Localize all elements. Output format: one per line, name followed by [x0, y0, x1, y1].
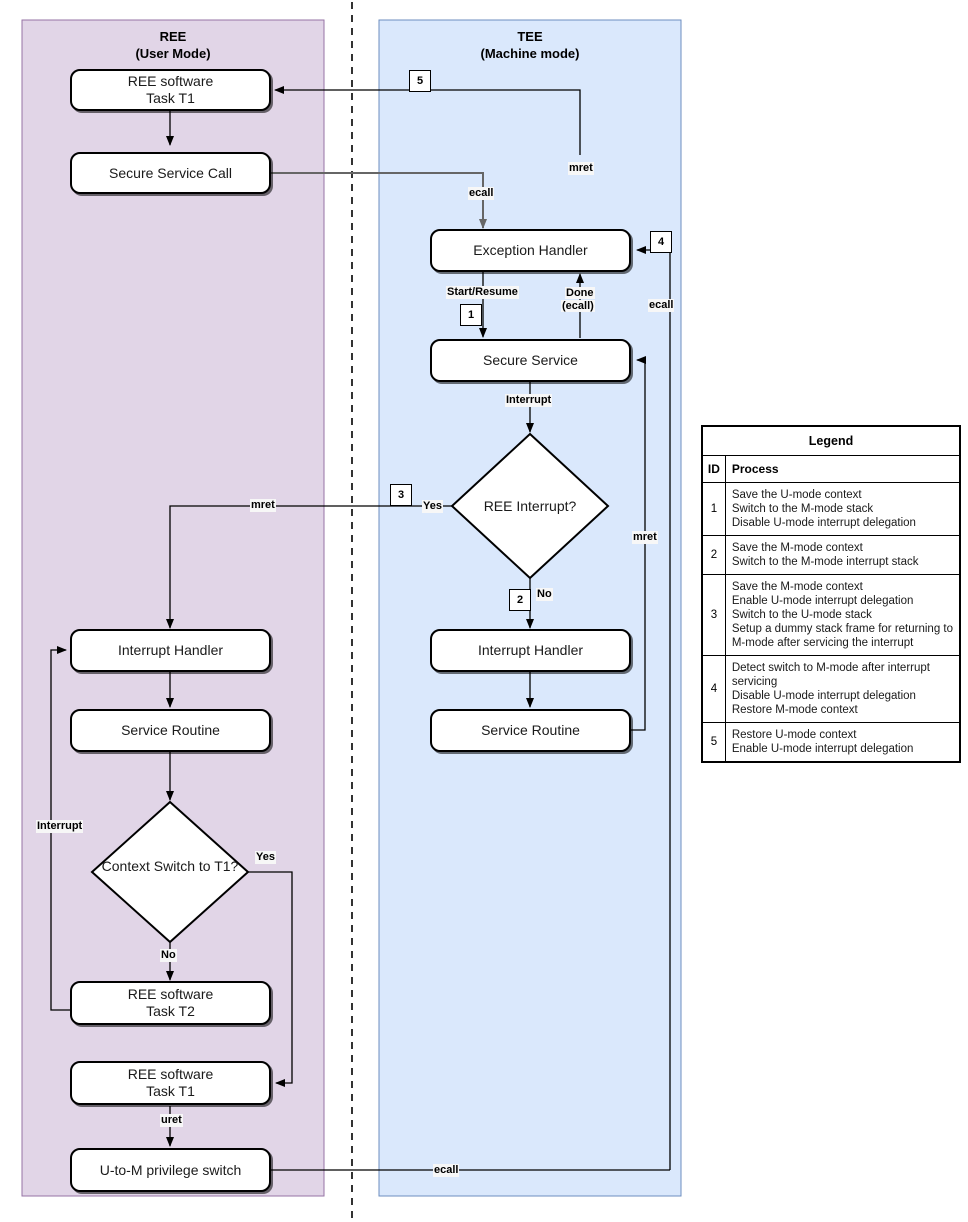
edge-label-mret-top: mret: [568, 162, 594, 175]
legend-row-process-line: Save the U-mode context: [731, 489, 862, 501]
node-ree-task-t1-bottom-line1: REE software: [127, 1066, 214, 1082]
node-secure-service-call[interactable]: Secure Service Call: [70, 152, 271, 194]
ree-lane-title-sub: (User Mode): [135, 46, 211, 61]
node-secure-service-label: Secure Service: [483, 352, 578, 368]
badge-5: 5: [409, 70, 431, 92]
legend-row-process-line: Switch to the U-mode stack: [731, 609, 872, 621]
legend-row-process-line: M-mode after servicing the interrupt: [731, 637, 914, 649]
edge-label-no-ree-interrupt: No: [536, 588, 553, 601]
node-ree-task-t1-bottom-line2: Task T1: [146, 1083, 195, 1099]
legend-row-id: 3: [702, 574, 726, 656]
edge-label-yes-context-switch: Yes: [255, 851, 276, 864]
legend-row-process-line: Save the M-mode context: [731, 542, 863, 554]
legend-row-process: Detect switch to M-mode after interrupt s…: [724, 655, 961, 723]
legend-row-process-line: Disable U-mode interrupt delegation: [731, 517, 916, 529]
tee-lane-title-main: TEE: [517, 29, 543, 44]
legend-title: Legend: [702, 426, 960, 456]
ree-lane-title: REE (User Mode): [22, 28, 324, 62]
badge-2: 2: [509, 589, 531, 611]
ree-lane-title-main: REE: [159, 29, 187, 44]
legend-row-process-line: Restore U-mode context: [731, 729, 857, 741]
legend-header-row: ID Process: [702, 455, 961, 483]
badge-4: 4: [650, 231, 672, 253]
node-u-to-m-privilege-switch[interactable]: U-to-M privilege switch: [70, 1148, 271, 1192]
badge-3: 3: [390, 484, 412, 506]
legend-row-process-line: Restore M-mode context: [731, 704, 858, 716]
legend-row-process-line: servicing: [731, 676, 778, 688]
node-ree-task-t1-top[interactable]: REE software Task T1: [70, 69, 271, 111]
legend-header-id: ID: [702, 455, 726, 483]
node-ree-task-t1-bottom[interactable]: REE software Task T1: [70, 1061, 271, 1105]
node-ree-service-routine[interactable]: Service Routine: [70, 709, 271, 752]
edge-label-yes-ree-interrupt: Yes: [422, 500, 443, 513]
node-secure-service-call-label: Secure Service Call: [109, 164, 232, 181]
node-tee-service-routine[interactable]: Service Routine: [430, 709, 631, 752]
node-u-to-m-privilege-switch-label: U-to-M privilege switch: [99, 1161, 242, 1178]
legend-row-process-line: Disable U-mode interrupt delegation: [731, 690, 916, 702]
legend-row-process-line: Setup a dummy stack frame for returning …: [731, 623, 953, 635]
legend-row-id: 2: [702, 535, 726, 575]
legend-row-id: 5: [702, 722, 726, 762]
legend-row-process-line: Switch to the M-mode stack: [731, 503, 874, 515]
node-secure-service[interactable]: Secure Service: [430, 339, 631, 382]
node-ree-task-t1-top-line2: Task T1: [146, 90, 195, 106]
legend-row-process-line: Switch to the M-mode interrupt stack: [731, 556, 919, 568]
edge-label-uret: uret: [160, 1114, 183, 1127]
node-ree-task-t2-line1: REE software: [127, 986, 214, 1002]
edge-label-interrupt-ree-loop: Interrupt: [36, 820, 84, 833]
legend-row-id: 4: [702, 655, 726, 723]
legend-row-process-line: Enable U-mode interrupt delegation: [731, 595, 914, 607]
node-tee-interrupt-handler[interactable]: Interrupt Handler: [430, 629, 631, 672]
node-tee-interrupt-handler-label: Interrupt Handler: [477, 642, 584, 658]
legend-header-process: Process: [724, 455, 961, 483]
edge-label-mret-left: mret: [250, 499, 276, 512]
tee-lane-title: TEE (Machine mode): [379, 28, 681, 62]
edge-label-no-context-switch: No: [160, 949, 177, 962]
legend-title-row: Legend: [702, 426, 960, 456]
edge-label-done-line1: Done: [565, 287, 595, 299]
node-exception-handler[interactable]: Exception Handler: [430, 229, 631, 272]
edge-label-ecall-right: ecall: [648, 299, 675, 312]
node-ree-interrupt-handler-label: Interrupt Handler: [117, 642, 224, 658]
node-ree-interrupt-handler[interactable]: Interrupt Handler: [70, 629, 271, 672]
node-tee-service-routine-label: Service Routine: [481, 722, 580, 738]
node-ree-task-t2[interactable]: REE software Task T2: [70, 981, 271, 1025]
tee-lane-title-sub: (Machine mode): [480, 46, 580, 61]
legend-row-process-line: Save the M-mode context: [731, 581, 863, 593]
edge-label-interrupt-tee: Interrupt: [505, 394, 553, 407]
edge-label-ecall-bottom: ecall: [433, 1164, 460, 1177]
node-ree-task-t2-line2: Task T2: [146, 1003, 195, 1019]
node-ree-service-routine-label: Service Routine: [121, 722, 220, 738]
edge-label-done-line2: (ecall): [561, 300, 595, 312]
legend-row-id: 1: [702, 482, 726, 536]
edge-label-ecall-call: ecall: [468, 187, 495, 200]
node-exception-handler-label: Exception Handler: [473, 242, 588, 258]
badge-1: 1: [460, 304, 482, 326]
legend-row-process-line: Enable U-mode interrupt delegation: [731, 743, 914, 755]
edge-label-mret-right: mret: [632, 531, 658, 544]
node-ree-task-t1-top-line1: REE software: [127, 73, 214, 89]
legend-row-process-line: Detect switch to M-mode after interrupt: [731, 662, 930, 674]
edge-label-start-resume: Start/Resume: [446, 286, 519, 299]
